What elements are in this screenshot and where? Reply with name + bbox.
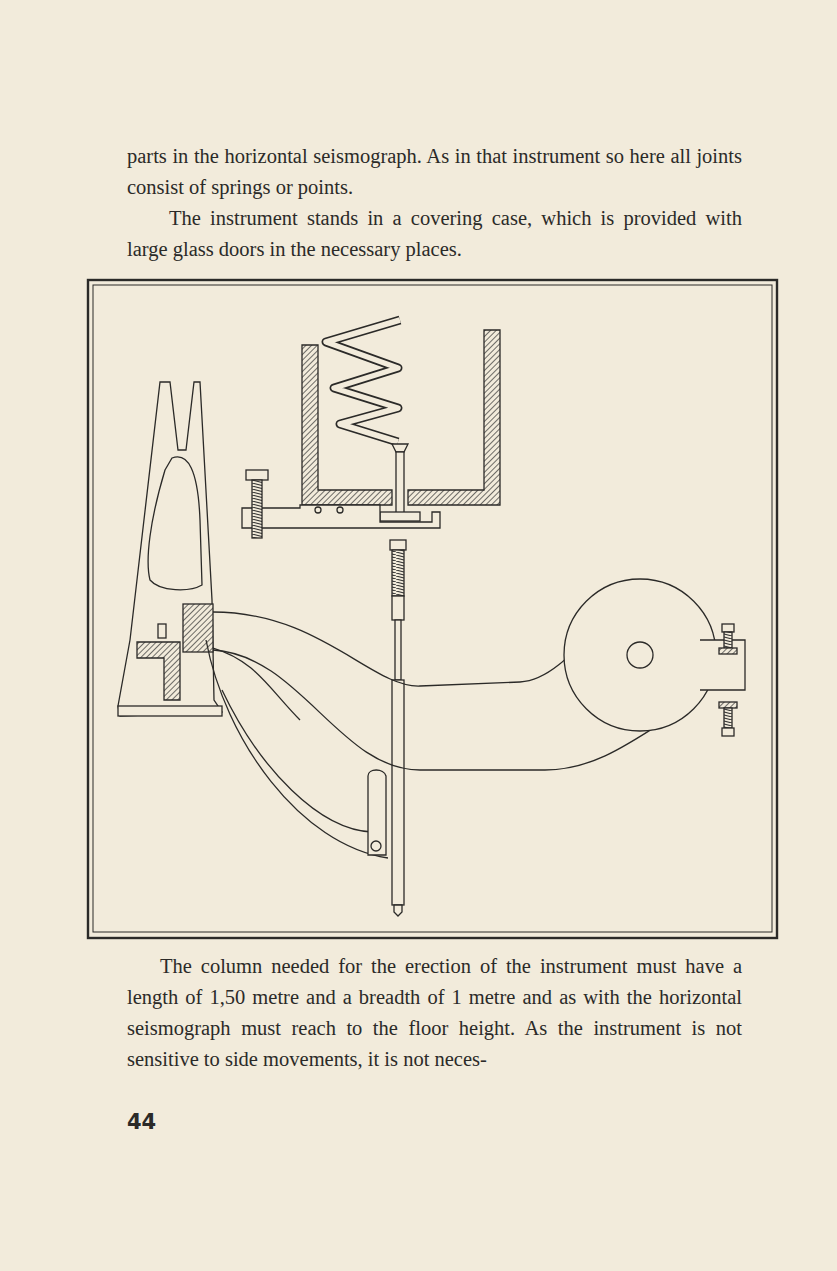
coil-spring [326,320,408,452]
page-number: 44 [127,1110,156,1134]
stop-screws [719,624,737,736]
lower-arm [206,640,388,858]
body-text: parts in the horizontal seismograph. As … [127,141,742,203]
body-text: The column needed for the erection of th… [127,951,742,1075]
stand [118,382,222,716]
body-text: The instrument stands in a covering case… [127,203,742,265]
frame-outer [88,280,777,938]
mass-lever [213,579,745,770]
adjusting-bracket [242,470,440,538]
frame-inner [93,285,772,932]
